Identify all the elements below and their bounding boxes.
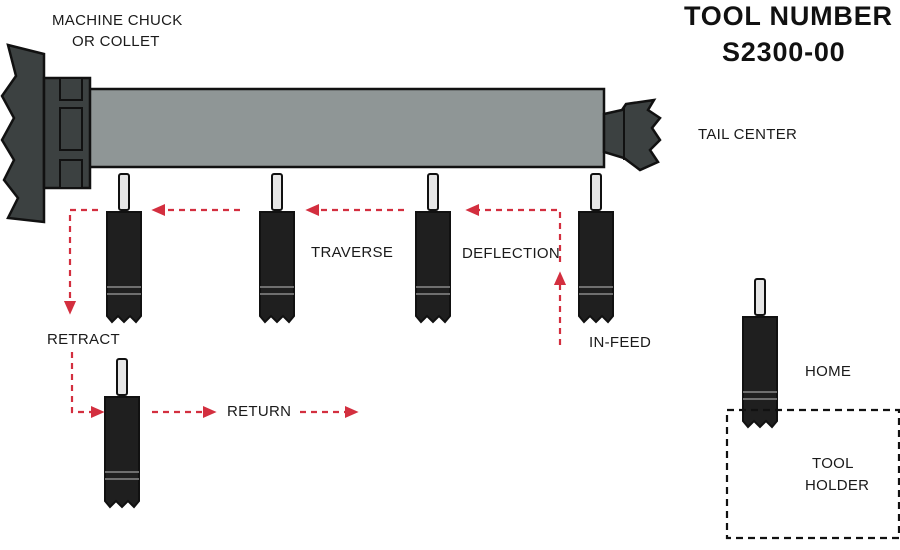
workpiece-bar bbox=[78, 87, 606, 169]
tool-position-deflection bbox=[415, 173, 451, 323]
retract-label: RETRACT bbox=[47, 331, 120, 348]
traverse-label: TRAVERSE bbox=[311, 244, 393, 261]
tail-center-label: TAIL CENTER bbox=[698, 126, 797, 143]
tail-center bbox=[602, 98, 662, 172]
tool-position-return bbox=[104, 358, 140, 508]
return-label: RETURN bbox=[227, 403, 291, 420]
machine-chuck-label: MACHINE CHUCK bbox=[52, 12, 183, 29]
retract-arrow bbox=[63, 208, 98, 315]
deflection-arrow bbox=[465, 203, 562, 262]
machine-chuck bbox=[0, 43, 92, 224]
tool-position-home bbox=[742, 278, 778, 428]
tool-number-value: S2300-00 bbox=[722, 37, 846, 67]
tool-position-traverse bbox=[259, 173, 295, 323]
tool-holder-box bbox=[725, 408, 900, 540]
return-approach-arrow bbox=[70, 352, 105, 419]
in-feed-label: IN-FEED bbox=[589, 334, 651, 351]
home-label: HOME bbox=[805, 363, 851, 380]
tool-holder-label: TOOL bbox=[812, 455, 854, 472]
tool-number-title: TOOL NUMBER bbox=[684, 1, 893, 31]
deflection-label: DEFLECTION bbox=[462, 245, 560, 262]
machine-chuck-label-line2: OR COLLET bbox=[72, 33, 160, 50]
tool-position-retracted bbox=[106, 173, 142, 323]
tool-position-in-feed bbox=[578, 173, 614, 323]
tool-holder-label-line2: HOLDER bbox=[805, 477, 869, 494]
